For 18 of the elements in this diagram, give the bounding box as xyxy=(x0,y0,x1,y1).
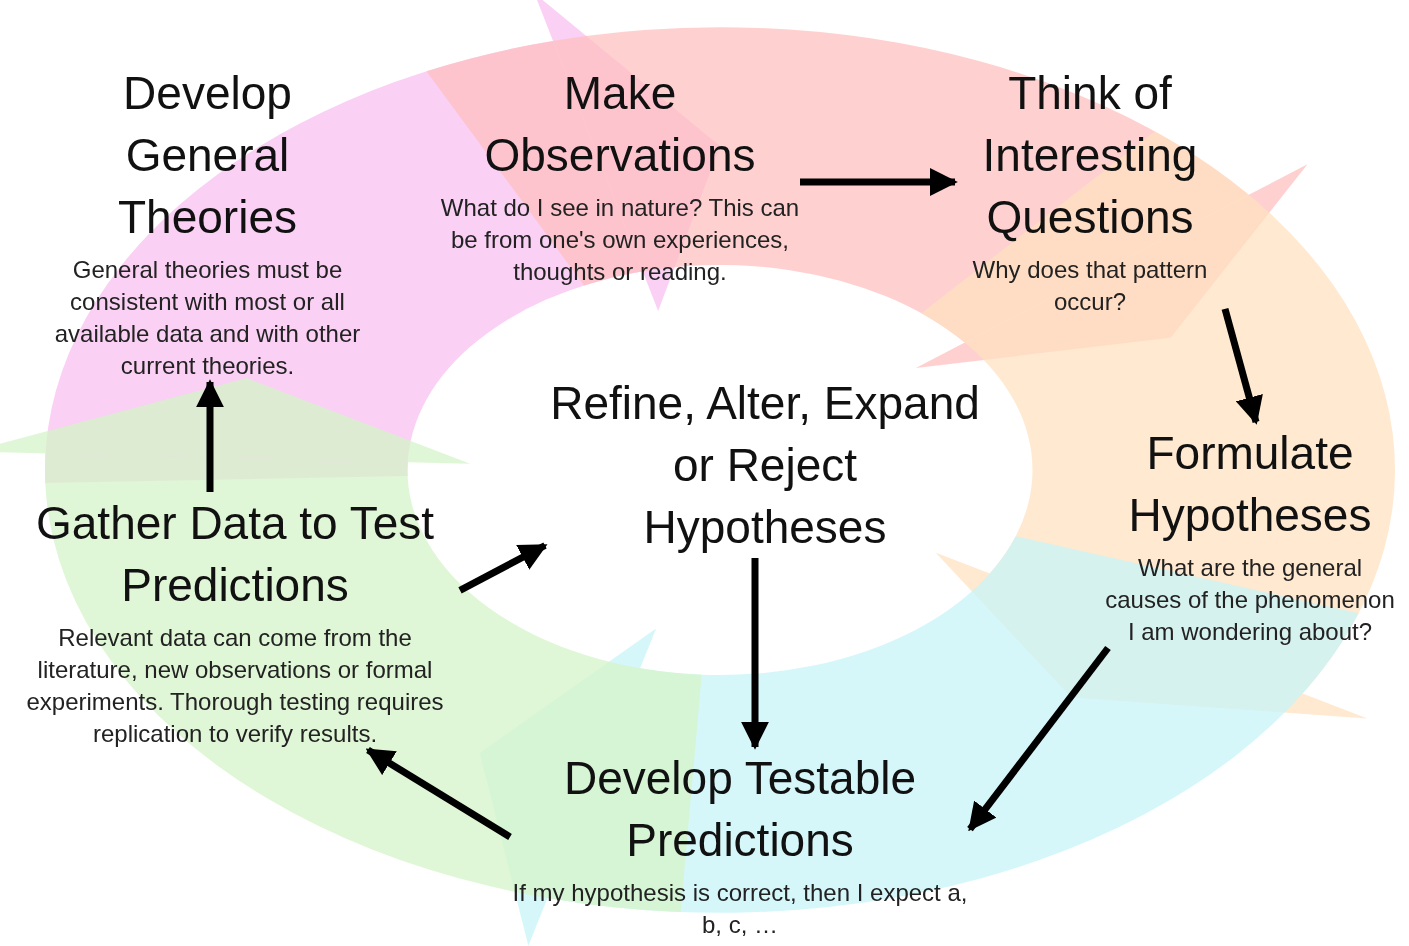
arrow xyxy=(1221,307,1263,425)
step-description: General theories must be consistent with most or all available data and with other current theories. xyxy=(53,255,362,381)
step-description: What are the general causes of the phenomenon I am wondering about? xyxy=(1104,553,1396,647)
step-heading: Formulate Hypotheses xyxy=(1127,426,1373,543)
step-description: What do I see in nature? This can be from one's own experiences, thoughts or reading. xyxy=(440,193,800,287)
step-description: Relevant data can come from the literature, new observations or formal experiments. Thorough testing requires replication to verify results. xyxy=(25,623,445,749)
step-heading: Develop General Theories xyxy=(117,66,298,245)
step-heading: Gather Data to Test Predictions xyxy=(35,496,435,613)
step-description: If my hypothesis is correct, then I expect a, b, c, … xyxy=(511,878,969,940)
step-description: Why does that pattern occur? xyxy=(971,255,1209,317)
step-heading: Develop Testable Predictions xyxy=(562,751,918,868)
step-heading: Think of Interesting Questions xyxy=(981,66,1199,245)
arrow xyxy=(458,542,548,594)
step-heading: Refine, Alter, Expand or Reject Hypotheses xyxy=(550,376,980,555)
arrow xyxy=(196,379,224,492)
step-heading: Make Observations xyxy=(483,66,757,183)
arrow xyxy=(967,645,1111,832)
arrow xyxy=(365,747,512,840)
